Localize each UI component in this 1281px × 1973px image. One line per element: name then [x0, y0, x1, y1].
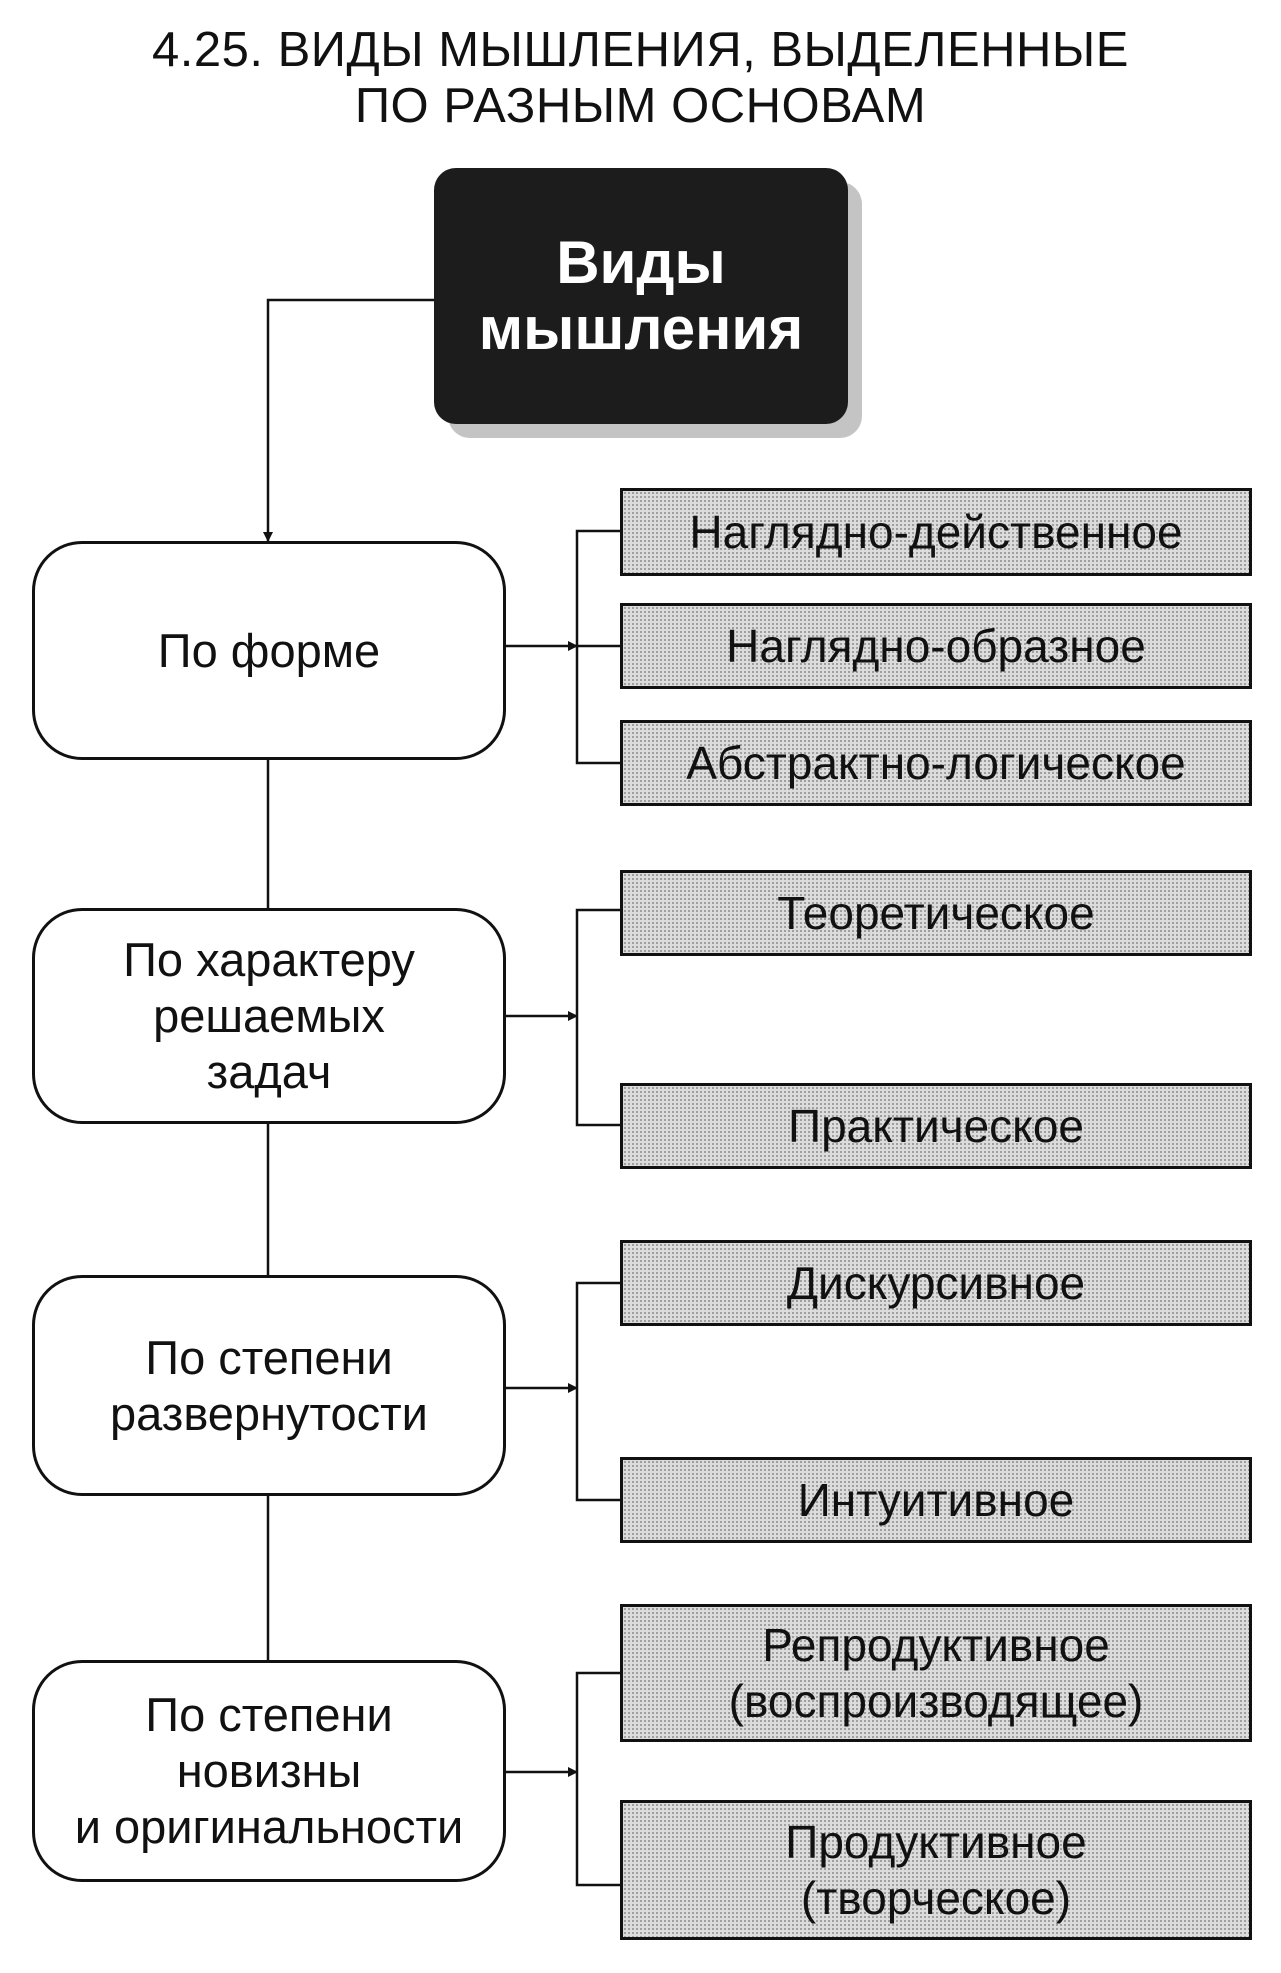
type-label: Дискурсивное — [786, 1257, 1086, 1309]
type-label: (воспроизводящее) — [728, 1675, 1144, 1727]
root-label-line-1: Виды — [556, 229, 726, 296]
category-label: развернутости — [110, 1386, 428, 1440]
type-practical: Практическое — [620, 1083, 1252, 1169]
type-label: Продуктивное — [785, 1816, 1087, 1868]
type-reproductive: Репродуктивное (воспроизводящее) — [620, 1604, 1252, 1742]
category-label: По степени — [145, 1688, 393, 1741]
category-by-novelty: По степени новизны и оригинальности — [32, 1660, 506, 1882]
type-visual-figurative: Наглядно-образное — [620, 603, 1252, 689]
type-label: Практическое — [788, 1100, 1084, 1152]
group-3-bracket — [575, 1281, 620, 1502]
category-by-expansion: По степени развернутости — [32, 1275, 506, 1496]
title-line-2: ПО РАЗНЫМ ОСНОВАМ — [354, 79, 927, 133]
type-label: Репродуктивное — [762, 1619, 1110, 1671]
type-label: Абстрактно-логическое — [686, 737, 1186, 789]
type-label: Теоретическое — [777, 887, 1095, 939]
type-visual-active: Наглядно-действенное — [620, 488, 1252, 576]
type-intuitive: Интуитивное — [620, 1457, 1252, 1543]
root-to-trunk-connector — [263, 298, 434, 542]
diagram-title: 4.25. ВИДЫ МЫШЛЕНИЯ, ВЫДЕЛЕННЫЕ ПО РАЗНЫ… — [0, 22, 1281, 134]
type-label: Наглядно-образное — [726, 620, 1146, 672]
category-label: По форме — [157, 623, 381, 677]
category-label: новизны — [176, 1744, 362, 1797]
category-label: и оригинальности — [74, 1800, 464, 1853]
type-theoretical: Теоретическое — [620, 870, 1252, 956]
category-label: По степени — [145, 1330, 393, 1384]
root-label-line-2: мышления — [478, 295, 804, 362]
type-label: (творческое) — [800, 1872, 1072, 1924]
category-label: решаемых — [153, 989, 385, 1042]
category-by-task-character: По характеру решаемых задач — [32, 908, 506, 1124]
category-label: По характеру — [123, 933, 415, 986]
category-by-form: По форме — [32, 541, 506, 760]
type-productive: Продуктивное (творческое) — [620, 1800, 1252, 1940]
root-node: Виды мышления — [434, 168, 848, 424]
type-abstract-logical: Абстрактно-логическое — [620, 720, 1252, 806]
type-label: Интуитивное — [797, 1474, 1075, 1526]
group-1-bracket — [575, 529, 620, 765]
title-line-1: 4.25. ВИДЫ МЫШЛЕНИЯ, ВЫДЕЛЕННЫЕ — [152, 23, 1129, 77]
type-label: Наглядно-действенное — [689, 506, 1183, 558]
type-discursive: Дискурсивное — [620, 1240, 1252, 1326]
group-2-bracket — [575, 908, 620, 1127]
category-label: задач — [206, 1045, 332, 1098]
group-4-bracket — [575, 1671, 620, 1887]
